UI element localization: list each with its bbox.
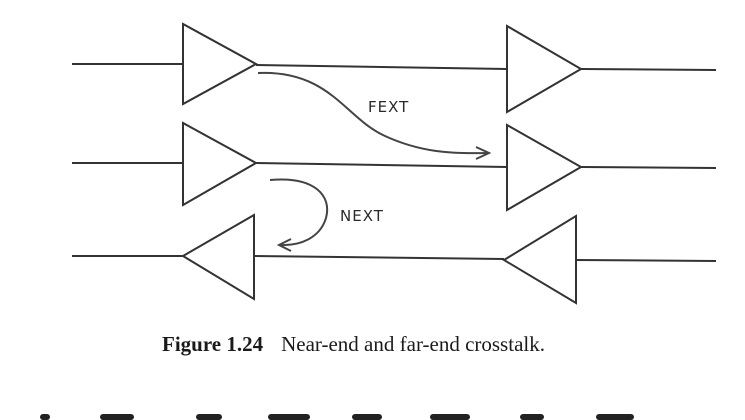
figure-caption: Figure 1.24 Near-end and far-end crosstal… — [162, 332, 545, 357]
figure-caption-text: Near-end and far-end crosstalk. — [281, 332, 545, 356]
line-1-driver — [182, 22, 259, 106]
line-3 — [72, 213, 717, 305]
fext-label: FEXT — [368, 98, 409, 116]
figure-number: Figure 1.24 — [162, 332, 264, 356]
line-2-trace — [255, 162, 508, 168]
cut-off-text-line — [0, 400, 745, 420]
text-fragment — [40, 414, 50, 420]
text-fragment — [100, 414, 134, 420]
line-3-receiver — [181, 213, 255, 301]
crosstalk-diagram: FEXT NEXT — [72, 22, 717, 305]
text-fragment — [520, 414, 544, 420]
text-fragment — [352, 414, 382, 420]
line-2-right-wire — [580, 166, 717, 169]
next-label: NEXT — [340, 207, 384, 225]
next-arrow — [269, 178, 329, 252]
line-2-driver — [182, 121, 259, 207]
line-1-receiver — [506, 24, 583, 114]
fext-arrow — [257, 71, 492, 160]
line-3-trace — [253, 255, 505, 260]
line-3-right-wire — [575, 259, 717, 262]
text-fragment — [596, 414, 634, 420]
text-fragment — [430, 414, 470, 420]
text-fragment — [196, 414, 222, 420]
text-fragment — [268, 414, 310, 420]
line-1 — [72, 22, 717, 114]
line-3-driver — [502, 214, 577, 305]
line-2-receiver — [506, 123, 584, 212]
line-2 — [72, 121, 717, 212]
line-1-trace — [255, 64, 508, 70]
line-1-right-wire — [580, 68, 717, 71]
